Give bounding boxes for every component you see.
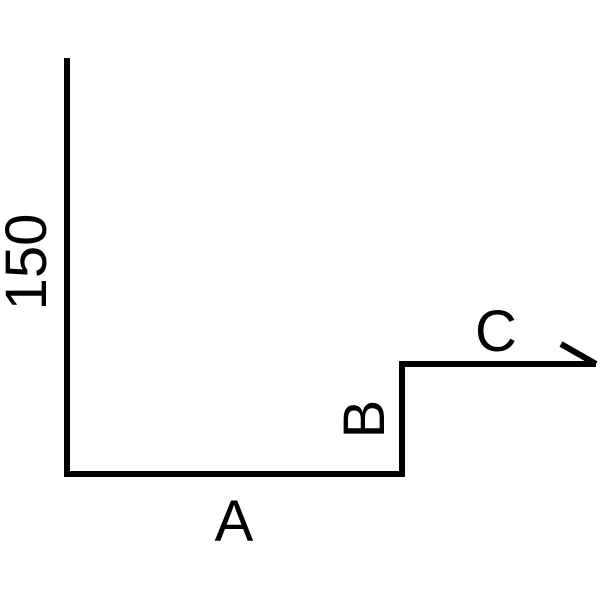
- height-dimension-label: 150: [0, 214, 59, 311]
- hem-kick: [559, 341, 598, 367]
- segment-b-label: B: [332, 400, 397, 439]
- segment-c-label: C: [475, 299, 517, 364]
- profile-outline: [64, 58, 596, 477]
- segment-a-label: A: [215, 489, 254, 554]
